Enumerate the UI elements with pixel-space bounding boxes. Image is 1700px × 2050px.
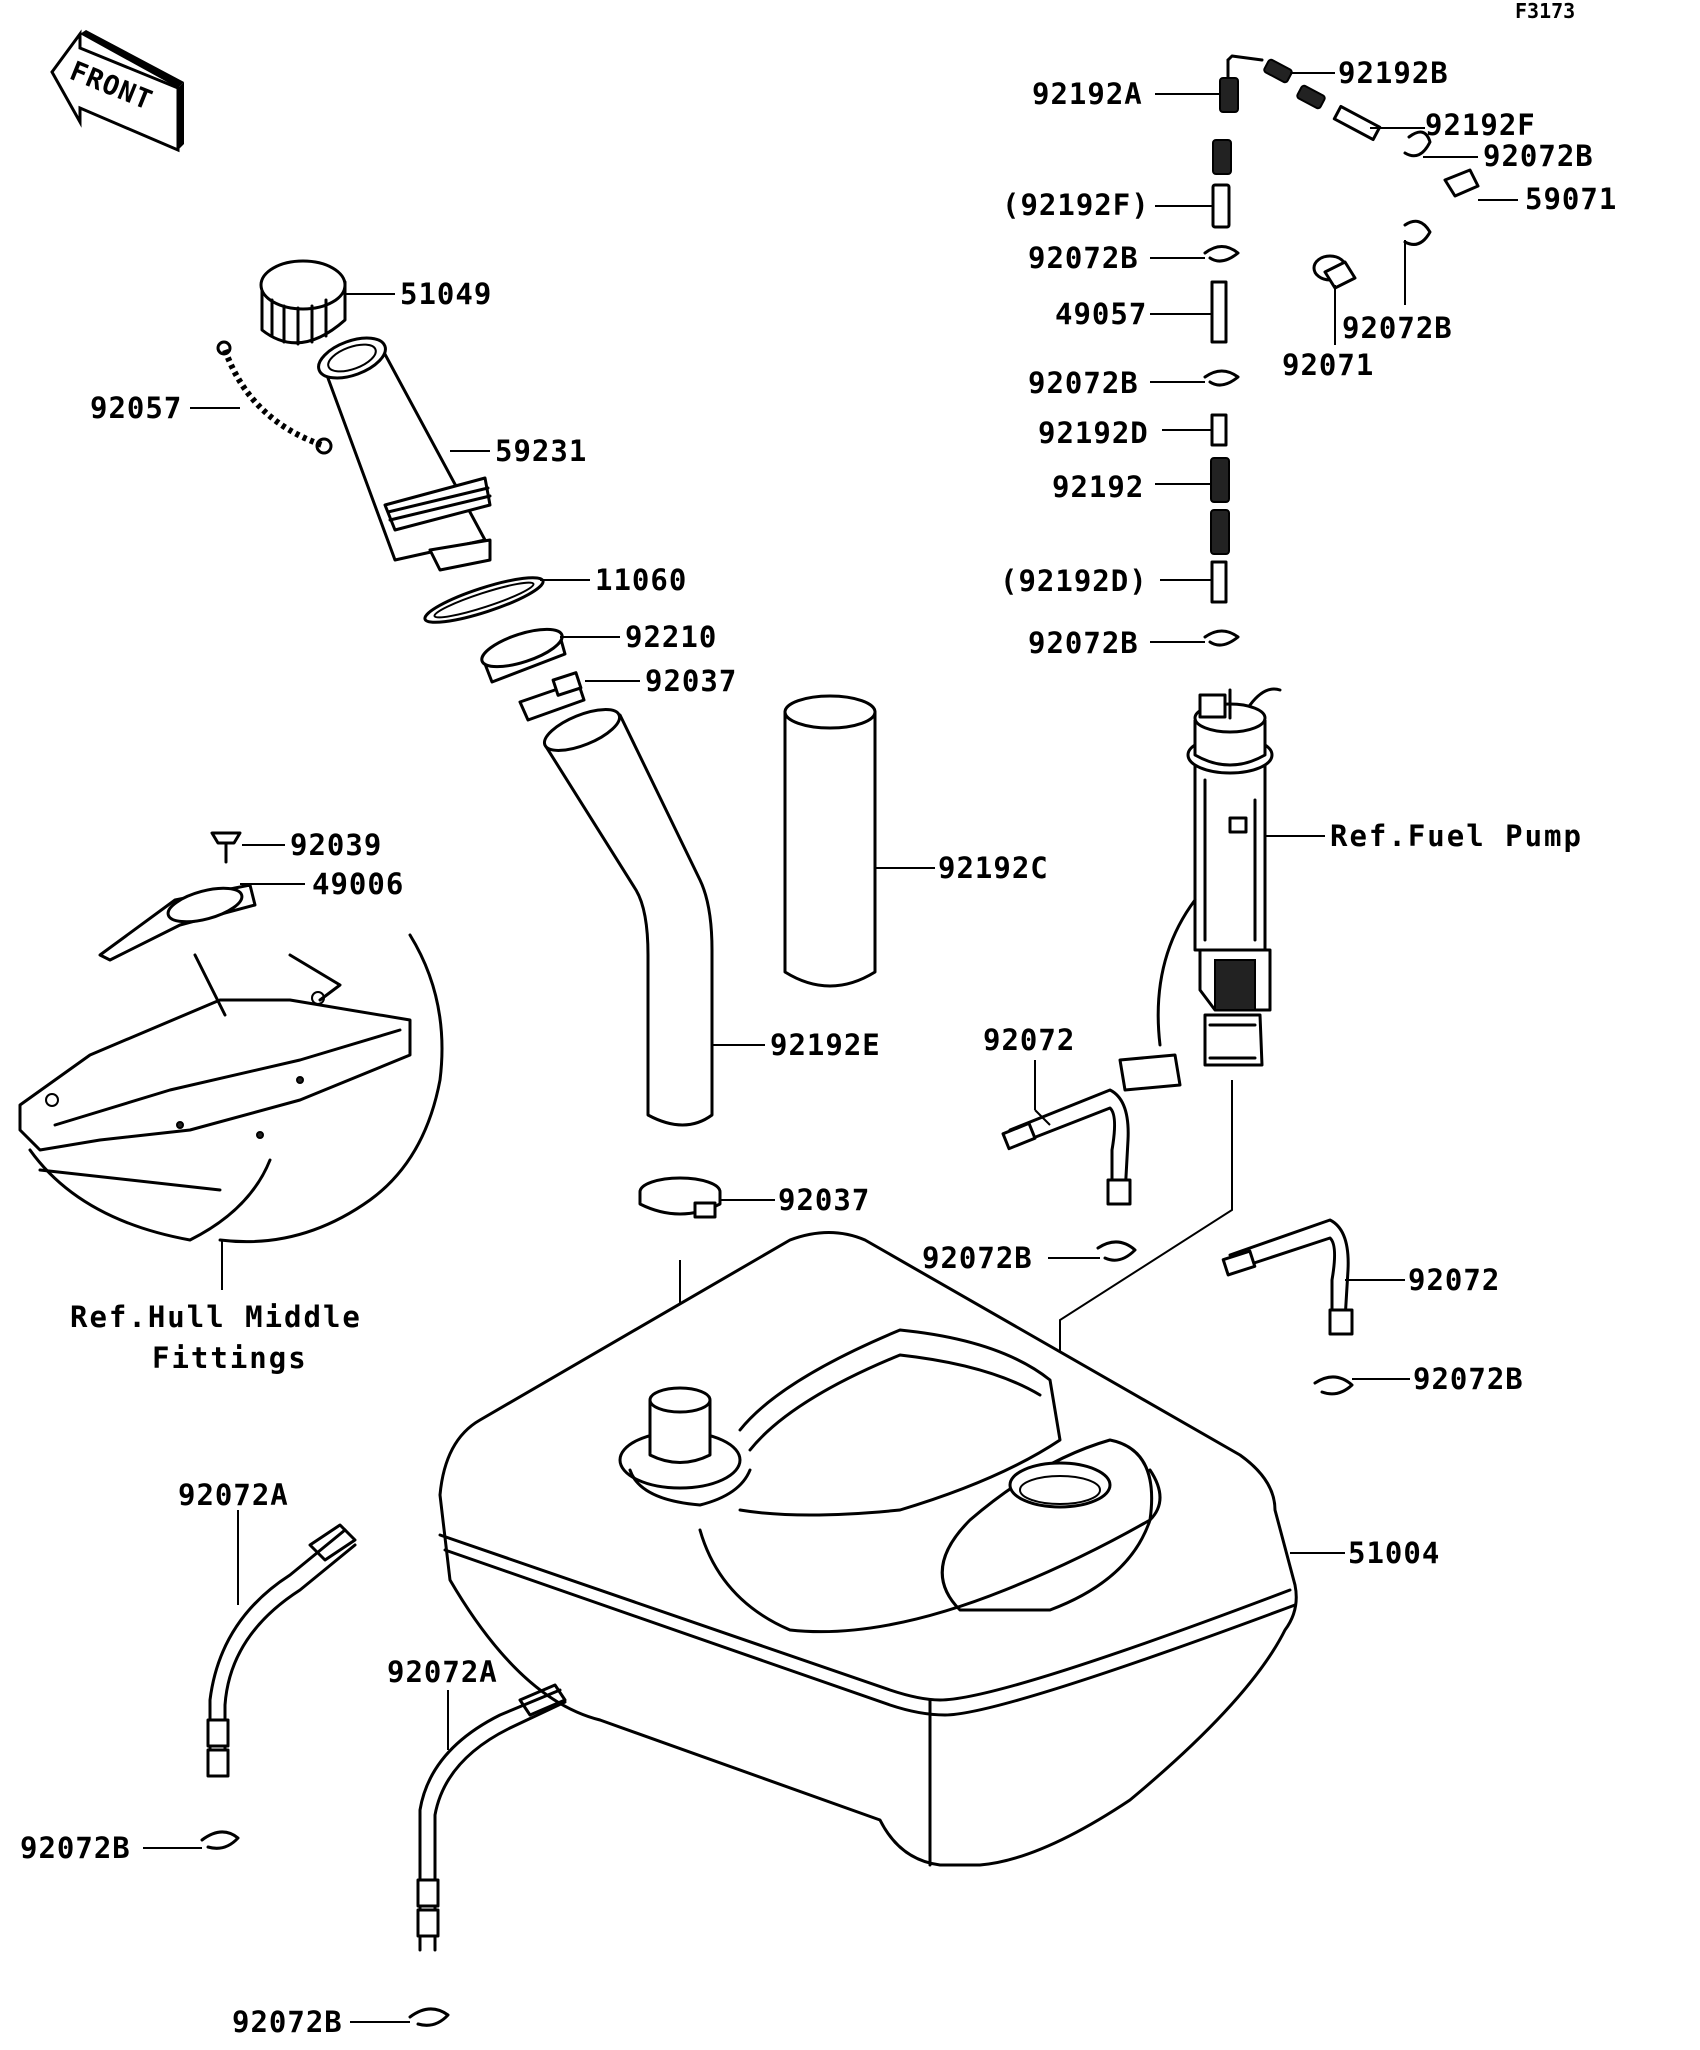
vent-hose-assembly-icon — [1219, 54, 1480, 290]
label-92057: 92057 — [90, 391, 182, 425]
label-11060: 11060 — [595, 563, 687, 597]
label-92192: 92192 — [1052, 470, 1144, 504]
strap-mid-icon — [1001, 1088, 1132, 1206]
fuel-cap-icon — [259, 259, 347, 346]
label-92210: 92210 — [625, 620, 717, 654]
fuel-pump-icon — [1118, 687, 1282, 1092]
fuel-hose-straight-icon — [783, 694, 877, 988]
label-92039: 92039 — [290, 828, 382, 862]
label-92072-mid: 92072 — [983, 1023, 1075, 1057]
label-59231: 59231 — [495, 434, 587, 468]
label-92192D: 92192D — [1038, 416, 1149, 450]
strap-a-mid-icon — [416, 1683, 567, 1952]
label-92192A: 92192A — [1032, 77, 1143, 111]
label-51004: 51004 — [1348, 1536, 1440, 1570]
figure-code: F3173 — [1515, 0, 1575, 23]
label-49006: 49006 — [312, 867, 404, 901]
label-92192F-paren: (92192F) — [1002, 188, 1150, 222]
label-92072A-left: 92072A — [178, 1478, 289, 1512]
label-92192B-top: 92192B — [1338, 56, 1449, 90]
nut-ring-icon — [480, 627, 567, 684]
ref-hull-line2: Fittings — [152, 1341, 308, 1375]
label-92072B-bl: 92072B — [20, 1831, 131, 1865]
hull-detail-icon — [18, 883, 444, 1244]
push-rivet-icon — [210, 831, 242, 864]
label-92072B-c2: 92072B — [1028, 366, 1139, 400]
label-92072-right: 92072 — [1408, 1263, 1500, 1297]
fuel-tank-icon — [438, 1231, 1298, 1867]
strap-right-icon — [1221, 1218, 1354, 1336]
hose-clamp-lower-icon — [638, 1176, 722, 1219]
label-92192E: 92192E — [770, 1028, 881, 1062]
label-92072B-right: 92072B — [1413, 1362, 1524, 1396]
label-92072B-mid: 92072B — [922, 1241, 1033, 1275]
label-92072A-mid: 92072A — [387, 1655, 498, 1689]
label-92037-low: 92037 — [778, 1183, 870, 1217]
label-59071: 59071 — [1525, 182, 1617, 216]
label-51049: 51049 — [400, 277, 492, 311]
tether-strap-icon — [216, 340, 333, 455]
front-arrow-icon: FRONT — [50, 29, 184, 153]
label-92192D-paren: (92192D) — [1000, 564, 1148, 598]
label-92071: 92071 — [1282, 348, 1374, 382]
label-92192F: 92192F — [1425, 108, 1536, 142]
hose-clamp-icon — [518, 671, 586, 722]
ref-fuel-pump-label: Ref.Fuel Pump — [1330, 819, 1583, 853]
vent-hose-column-icon — [1203, 139, 1240, 647]
label-92072B-r1: 92072B — [1483, 139, 1594, 173]
label-92072B-c1: 92072B — [1028, 241, 1139, 275]
ref-hull-line1: Ref.Hull Middle — [70, 1300, 362, 1334]
label-92072B-c3: 92072B — [1028, 626, 1139, 660]
label-92072B-bottom: 92072B — [232, 2005, 343, 2039]
filler-neck-icon — [317, 336, 492, 572]
strap-a-left-icon — [206, 1523, 357, 1778]
label-92072B-r2: 92072B — [1342, 311, 1453, 345]
label-92037-top: 92037 — [645, 664, 737, 698]
seal-ring-icon — [423, 576, 545, 624]
fuel-hose-elbow-icon — [542, 708, 714, 1127]
label-92192C: 92192C — [938, 851, 1049, 885]
label-49057: 49057 — [1055, 297, 1147, 331]
